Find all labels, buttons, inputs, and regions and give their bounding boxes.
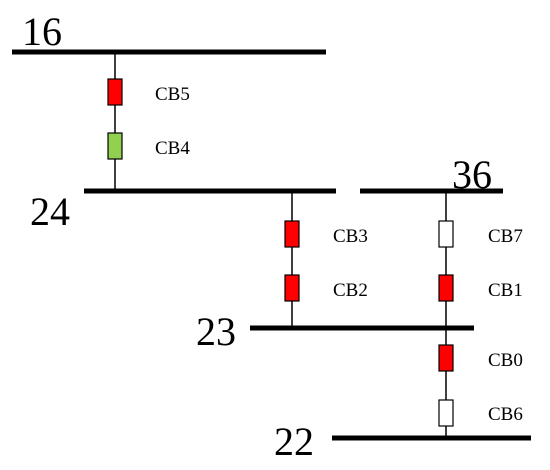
breaker-label-cb1: CB1 — [488, 280, 523, 301]
bus-label-22: 22 — [274, 419, 314, 464]
bus-label-24: 24 — [30, 189, 70, 234]
breaker-cb7[interactable] — [438, 220, 454, 248]
breaker-label-cb0: CB0 — [488, 350, 523, 371]
breaker-cb4[interactable] — [107, 132, 123, 160]
breaker-label-cb5: CB5 — [155, 84, 190, 105]
breaker-label-cb7: CB7 — [488, 226, 523, 247]
breaker-cb1[interactable] — [438, 274, 454, 302]
breaker-cb0[interactable] — [438, 344, 454, 372]
breaker-label-cb2: CB2 — [333, 280, 368, 301]
breaker-label-cb6: CB6 — [488, 404, 523, 425]
bus-label-23: 23 — [196, 309, 236, 354]
breaker-cb6[interactable] — [438, 399, 454, 427]
breaker-cb2[interactable] — [284, 274, 300, 302]
breaker-label-cb4: CB4 — [155, 138, 190, 159]
bus-label-16: 16 — [22, 9, 62, 54]
breaker-cb3[interactable] — [284, 220, 300, 248]
breaker-cb5[interactable] — [107, 78, 123, 106]
bus-label-36: 36 — [452, 152, 492, 197]
breaker-label-cb3: CB3 — [333, 226, 368, 247]
